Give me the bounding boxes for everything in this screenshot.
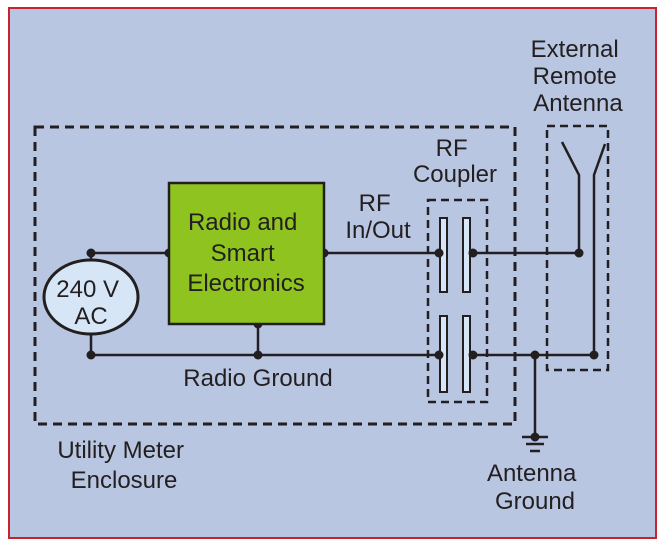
enclosure-label: Utility Meter Enclosure [57, 437, 190, 494]
antenna-ground-label: Antenna Ground [487, 460, 583, 515]
external-antenna-label: External Remote Antenna [531, 36, 626, 117]
radio-box [167, 181, 326, 326]
radio-ground-label: Radio Ground [183, 365, 332, 392]
antenna-boundary [545, 124, 610, 372]
rf-coupler-label: RF Coupler [413, 135, 497, 188]
rf-in-out-label: RF In/Out [345, 190, 411, 244]
ac-source [42, 258, 140, 336]
rf-coupler-boundary [426, 198, 489, 404]
radio-box-label: Radio and Smart Electronics [187, 209, 304, 297]
enclosure-boundary [33, 125, 517, 426]
source-label: 240 V AC [56, 276, 125, 330]
